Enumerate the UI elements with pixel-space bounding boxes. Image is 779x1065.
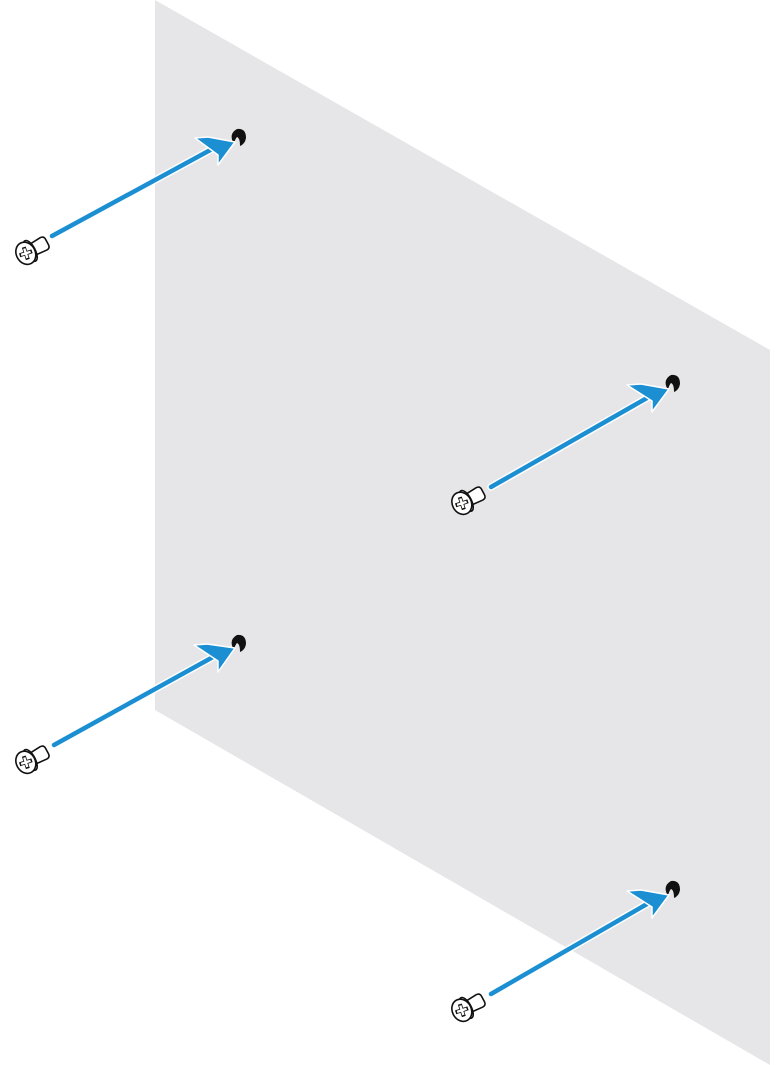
insert-direction-arrowhead (193, 643, 236, 673)
insert-direction-arrowhead (194, 136, 236, 166)
screw-assembly-bottom-right (447, 880, 680, 1026)
screw-icon (11, 740, 54, 778)
screw-assembly-top-left (11, 128, 246, 269)
screw-assembly-lower-left (11, 634, 246, 778)
screw-icon (447, 988, 490, 1026)
screw-assembly-middle-right (447, 374, 680, 519)
wall-panel (155, 0, 770, 1065)
insert-direction-arrowhead (626, 889, 670, 919)
insert-direction-arrowhead (626, 383, 670, 413)
screw-icon (11, 231, 54, 269)
